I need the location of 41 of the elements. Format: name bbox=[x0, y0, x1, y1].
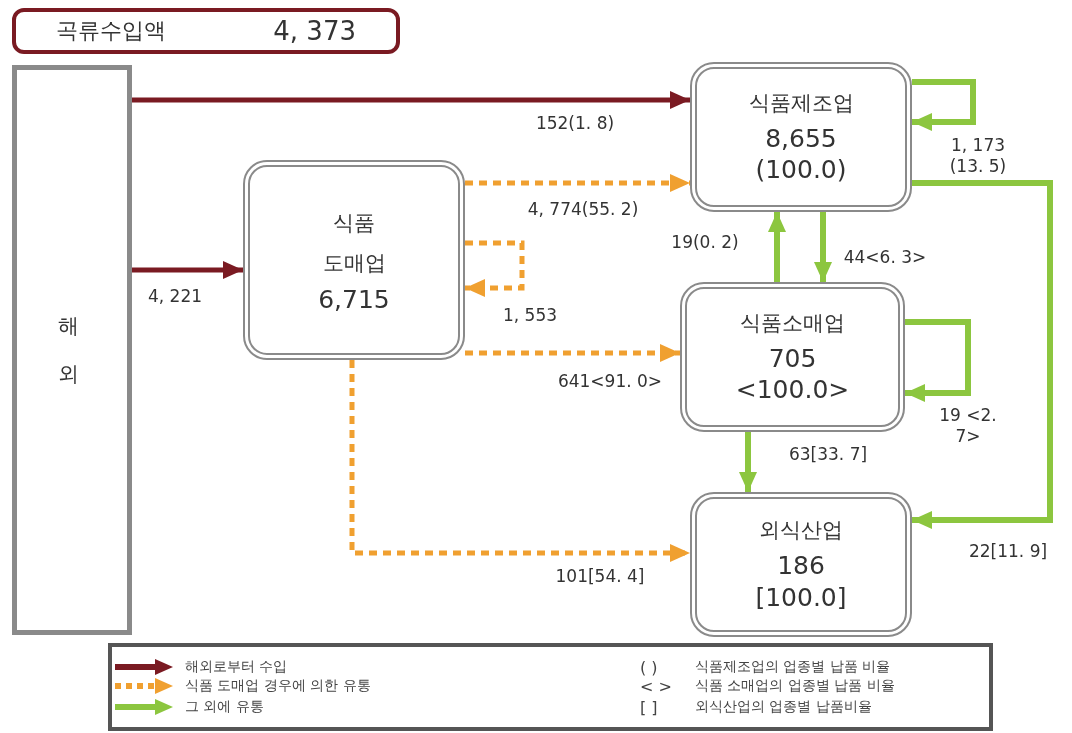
process-box bbox=[243, 160, 465, 360]
process-box bbox=[680, 282, 905, 432]
node-value: 4, 373 bbox=[273, 14, 356, 48]
source-box bbox=[12, 65, 132, 635]
header-box bbox=[12, 8, 400, 54]
arrow bbox=[912, 79, 976, 131]
arrow bbox=[465, 174, 690, 192]
arrow bbox=[739, 432, 757, 492]
arrow bbox=[814, 212, 832, 282]
node-title: 외식산업 bbox=[759, 517, 843, 545]
node-value: <100.0> bbox=[735, 374, 850, 406]
bracket-symbol: [ ] bbox=[640, 697, 658, 717]
node-title: 식품제조업 bbox=[748, 89, 854, 117]
node-value: [100.0] bbox=[755, 581, 847, 613]
node-value: 8,655 bbox=[765, 122, 837, 155]
arrow bbox=[465, 240, 525, 297]
node-value: (100.0) bbox=[755, 154, 847, 186]
legend-text: 식품 도매업 경우에 의한 유통 bbox=[185, 677, 371, 695]
bracket-symbol: < > bbox=[640, 676, 672, 696]
legend-text: 외식산업의 업종별 납품비율 bbox=[695, 698, 872, 716]
arrow bbox=[912, 180, 1053, 529]
arrow bbox=[132, 91, 690, 109]
node-title: 곡류수입액 bbox=[56, 17, 166, 46]
node-title: 식품 도매업 bbox=[321, 210, 387, 278]
bracket-symbol: ( ) bbox=[640, 657, 658, 677]
process-box bbox=[690, 62, 912, 212]
legend-text: 식품제조업의 업종별 납품 비율 bbox=[695, 658, 891, 676]
arrow bbox=[465, 344, 680, 362]
node-title: 해외 bbox=[57, 312, 81, 388]
node-title: 식품소매업 bbox=[740, 309, 845, 337]
legend-text: 해외로부터 수입 bbox=[185, 658, 288, 676]
node-value: 6,715 bbox=[318, 284, 390, 316]
arrow bbox=[349, 360, 690, 562]
legend-text: 그 외에 유통 bbox=[185, 698, 264, 716]
arrow bbox=[905, 319, 971, 402]
arrow bbox=[132, 261, 243, 279]
node-value: 705 bbox=[768, 342, 817, 375]
node-value: 186 bbox=[777, 550, 825, 582]
legend-text: 식품 소매업의 업종별 납품 비율 bbox=[695, 677, 895, 695]
process-box bbox=[690, 492, 912, 637]
arrow bbox=[768, 212, 786, 282]
